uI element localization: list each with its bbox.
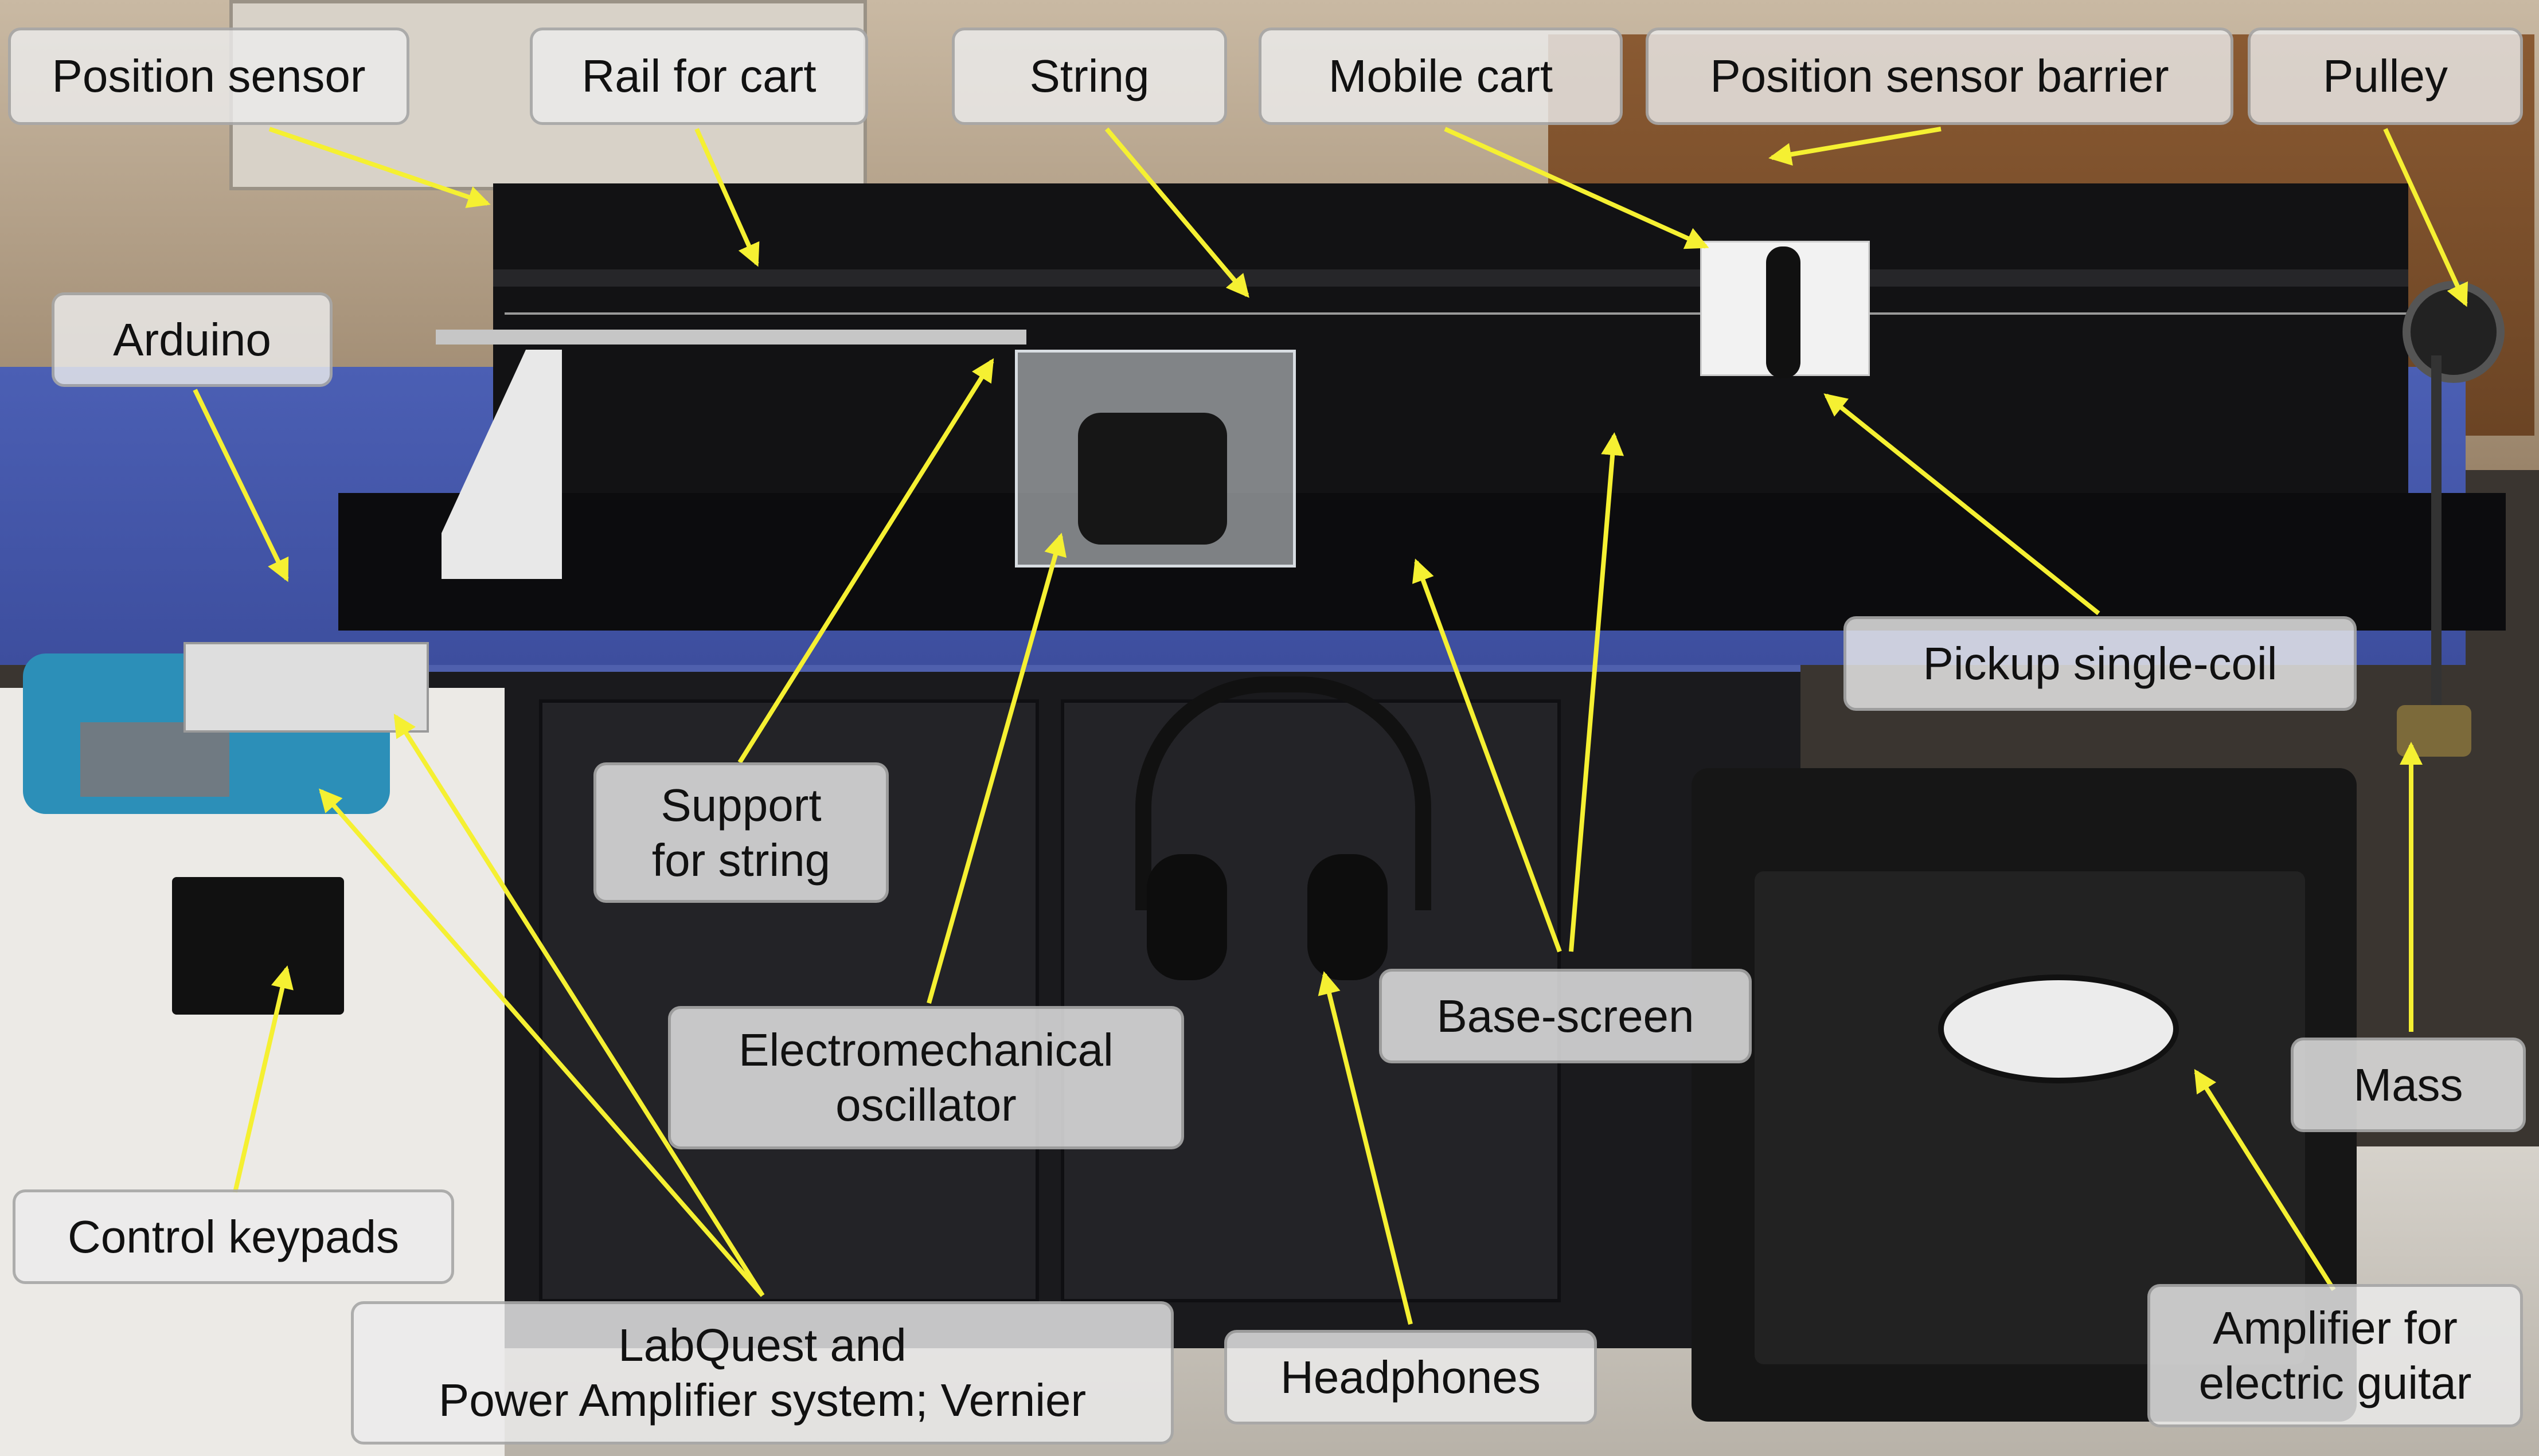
label-position-sensor-barrier: Position sensor barrier: [1646, 28, 2233, 125]
amplifier-grille: [1755, 871, 2305, 1364]
arrow-base-screen-1: [1412, 558, 1562, 953]
headphone-cup-right: [1307, 854, 1388, 980]
arrow-sensor-barrier: [1768, 127, 1942, 166]
arrow-position-sensor: [268, 127, 491, 208]
cart-rail: [493, 269, 2408, 287]
label-position-sensor: Position sensor: [8, 28, 409, 125]
arrow-pulley: [2383, 128, 2468, 307]
arrow-headphones: [1318, 971, 1413, 1325]
arrow-oscillator: [927, 533, 1067, 1004]
power-amplifier: [183, 642, 429, 733]
label-pickup-single-coil: Pickup single-coil: [1843, 616, 2357, 711]
arrow-support: [737, 358, 994, 764]
arrow-keypads: [233, 965, 294, 1193]
labquest-screen: [80, 722, 229, 797]
label-electromechanical-oscillator: Electromechanical oscillator: [668, 1006, 1184, 1149]
label-control-keypads: Control keypads: [13, 1189, 454, 1284]
label-pulley: Pulley: [2248, 28, 2523, 125]
arrow-mobile-cart: [1444, 127, 1709, 249]
headphone-cup-left: [1147, 854, 1227, 980]
label-amplifier: Amplifier for electric guitar: [2147, 1284, 2523, 1427]
label-headphones: Headphones: [1224, 1330, 1597, 1424]
arrow-base-screen-2: [1569, 432, 1624, 952]
mass-hanger: [2431, 355, 2442, 722]
arrow-string: [1104, 127, 1249, 298]
support-rod: [436, 330, 1026, 345]
oscillator-coil: [1078, 413, 1227, 545]
control-keypad: [172, 877, 344, 1015]
arrow-pickup: [1823, 393, 2100, 616]
arrow-rail: [694, 128, 760, 267]
arrow-arduino: [193, 389, 289, 582]
pickup-coil: [1766, 246, 1800, 378]
label-arduino: Arduino: [52, 292, 333, 387]
label-rail-for-cart: Rail for cart: [530, 28, 868, 125]
label-mobile-cart: Mobile cart: [1259, 28, 1623, 125]
vibrating-string: [505, 312, 2414, 315]
label-mass: Mass: [2291, 1038, 2526, 1132]
label-string: String: [952, 28, 1227, 125]
amplifier-logo: [1938, 974, 2179, 1083]
arrow-amplifier: [2194, 1068, 2336, 1291]
arrow-labquest-2: [393, 713, 765, 1297]
arrow-labquest-1: [319, 788, 765, 1297]
label-support-for-string: Support for string: [593, 762, 889, 903]
label-labquest: LabQuest and Power Amplifier system; Ver…: [351, 1301, 1174, 1445]
label-base-screen: Base-screen: [1379, 969, 1752, 1063]
